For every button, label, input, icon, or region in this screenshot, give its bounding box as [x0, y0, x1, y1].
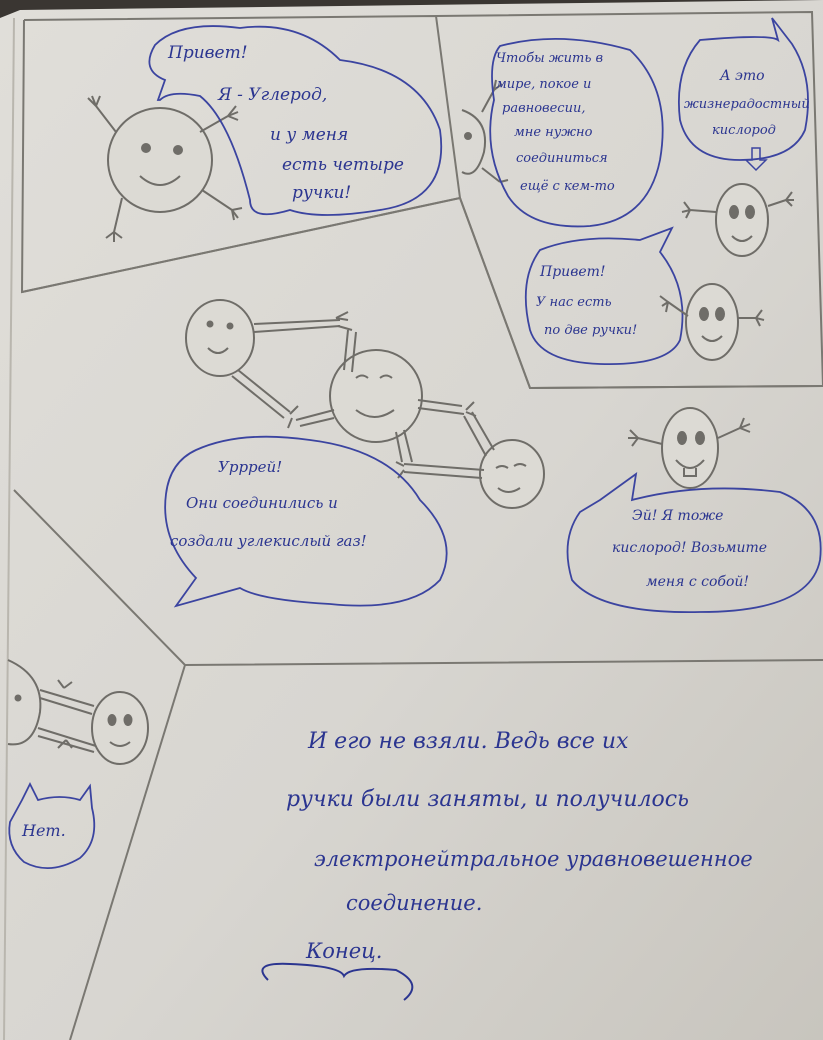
lonely-bubble-line2: кислород! Возьмите — [612, 540, 767, 556]
carbon-bubble-line5: ручки! — [292, 183, 351, 203]
carbon-character — [87, 95, 243, 242]
thought-line5: соединиться — [516, 151, 608, 166]
thought-line2: мире, покое и — [496, 77, 591, 92]
no-bubble-text: Нет. — [21, 821, 66, 840]
narrator-line3: кислород — [712, 123, 776, 138]
lonely-oxygen-bubble — [566, 472, 822, 613]
narrator-line1: А это — [719, 68, 765, 84]
lonely-oxygen-character — [628, 407, 751, 489]
molecule-fragment — [7, 659, 149, 765]
carbon-bubble-line4: есть четыре — [282, 155, 404, 175]
ending-line2: ручки были заняты, и получилось — [286, 787, 689, 812]
oxygen-bubble-line3: по две ручки! — [544, 323, 637, 338]
cheer-line1: Урррей! — [218, 458, 282, 476]
thought-line4: мне нужно — [514, 125, 593, 140]
lonely-bubble-line1: Эй! Я тоже — [632, 508, 723, 524]
co2-molecule — [185, 299, 545, 509]
thought-line6: ещё с кем-то — [520, 179, 615, 194]
thought-line3: равновесии, — [502, 101, 585, 116]
oxygen-speech-bubble — [524, 226, 684, 366]
ending-line3: электронейтральное уравновешенное — [314, 847, 753, 871]
ending-the-end: Конец. — [305, 939, 382, 963]
oxygen-character-1 — [681, 183, 794, 257]
ending-line4: соединение. — [346, 891, 482, 915]
narrator-line2: жизнерадостный — [684, 97, 810, 112]
cheer-speech-bubble — [164, 435, 448, 608]
oxygen-bubble-line1: Привет! — [539, 264, 606, 280]
lonely-bubble-line3: меня с собой! — [646, 574, 749, 590]
carbon-bubble-line2: Я - Углерод, — [217, 85, 327, 105]
ending-line1: И его не взяли. Ведь все их — [307, 729, 629, 754]
narrator-bubble — [677, 17, 809, 172]
page-fold — [3, 17, 15, 1040]
carbon-thought-bubble — [489, 38, 664, 228]
cheer-line2: Они соединились и — [186, 494, 338, 512]
oxygen-bubble-line2: У нас есть — [536, 295, 612, 310]
carbon-speech-bubble — [148, 25, 443, 216]
oxygen-character-2 — [659, 283, 765, 361]
ending-flourish — [261, 962, 414, 1001]
carbon-bubble-line1: Привет! — [167, 43, 248, 63]
carbon-bubble-line3: и у меня — [270, 125, 348, 145]
cheer-line3: создали углекислый газ! — [170, 532, 367, 550]
no-speech-bubble — [8, 781, 96, 869]
panel-borders — [13, 10, 823, 1040]
thought-line1: Чтобы жить в — [496, 51, 603, 66]
